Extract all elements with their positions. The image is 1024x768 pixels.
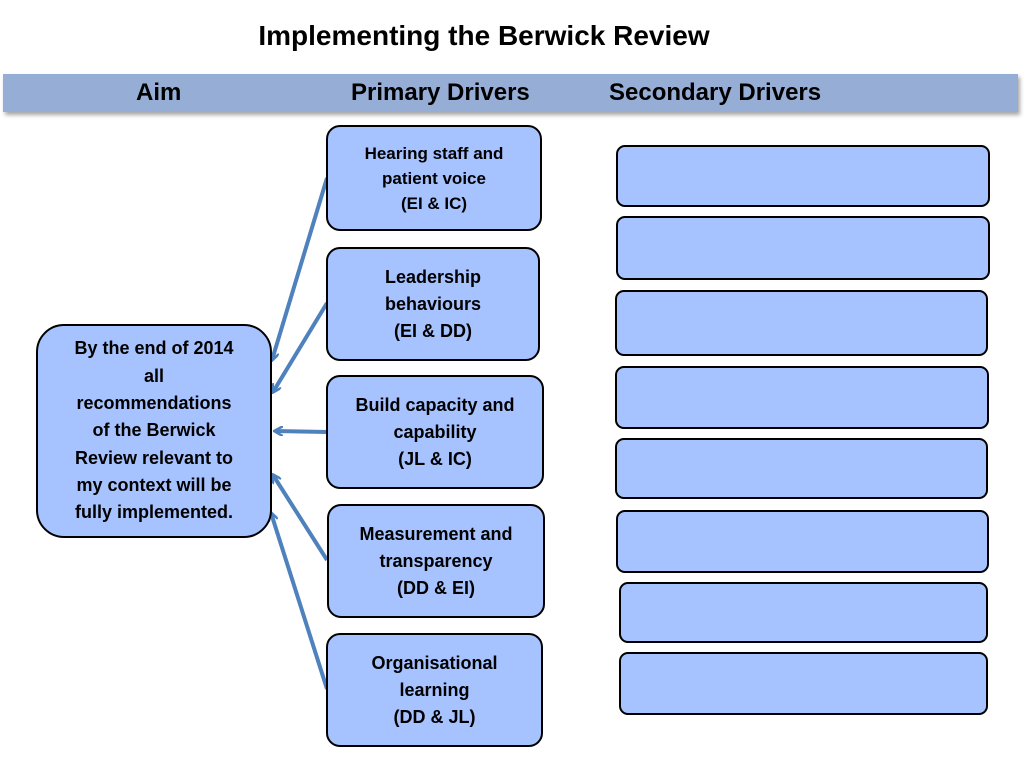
secondary-driver-box [615, 366, 989, 429]
primary-driver-box: Hearing staff and patient voice (EI & IC… [326, 125, 542, 231]
primary-driver-line: Leadership [384, 266, 482, 287]
column-header-secondary-drivers: Secondary Drivers [609, 79, 822, 106]
secondary-driver-box [619, 652, 988, 715]
aim-box: By the end of 2014 all recommendations o… [36, 324, 272, 538]
arrow-from-driver-4 [273, 475, 329, 562]
primary-driver-line: patient voice [382, 168, 486, 188]
column-header-aim: Aim [136, 79, 182, 106]
primary-driver-line: transparency [379, 550, 493, 571]
aim-text-line: recommendations [76, 393, 232, 414]
primary-driver-line: (DD & JL) [393, 706, 476, 727]
primary-driver-line: Hearing staff and [364, 143, 504, 163]
arrow-from-driver-5 [271, 513, 329, 690]
page-title: Implementing the Berwick Review [258, 20, 710, 51]
secondary-driver-box [619, 582, 988, 643]
secondary-driver-box [615, 438, 988, 499]
aim-text-line: By the end of 2014 [74, 338, 234, 359]
primary-driver-box: Measurement and transparency (DD & EI) [327, 504, 545, 618]
aim-text-line: all [143, 365, 164, 386]
column-header-primary-drivers: Primary Drivers [351, 79, 530, 106]
arrow-from-driver-1 [272, 177, 329, 360]
primary-driver-line: learning [399, 679, 470, 700]
arrow-from-driver-2 [273, 301, 329, 392]
aim-text-line: Review relevant to [74, 447, 234, 468]
secondary-driver-box [616, 145, 990, 207]
primary-driver-line: Build capacity and [355, 394, 515, 415]
primary-driver-line: (EI & IC) [400, 193, 468, 213]
aim-text-line: fully implemented. [74, 502, 233, 523]
primary-driver-line: (EI & DD) [394, 320, 472, 341]
primary-driver-box: Organisational learning (DD & JL) [326, 633, 543, 747]
primary-driver-box: Leadership behaviours (EI & DD) [326, 247, 540, 361]
primary-driver-line: Measurement and [359, 523, 513, 544]
primary-driver-line: capability [393, 421, 477, 442]
primary-driver-line: Organisational [371, 652, 498, 673]
arrow-from-driver-3 [275, 431, 328, 432]
aim-text-line: of the Berwick [92, 420, 216, 441]
primary-driver-line: behaviours [384, 293, 482, 314]
secondary-driver-box [616, 510, 989, 573]
secondary-driver-box [615, 290, 988, 356]
secondary-driver-box [616, 216, 990, 280]
primary-driver-line: (JL & IC) [398, 448, 472, 469]
column-header-band [3, 74, 1018, 112]
primary-driver-box: Build capacity and capability (JL & IC) [326, 375, 544, 489]
primary-driver-line: (DD & EI) [396, 577, 475, 598]
aim-text-line: my context will be [76, 474, 232, 495]
